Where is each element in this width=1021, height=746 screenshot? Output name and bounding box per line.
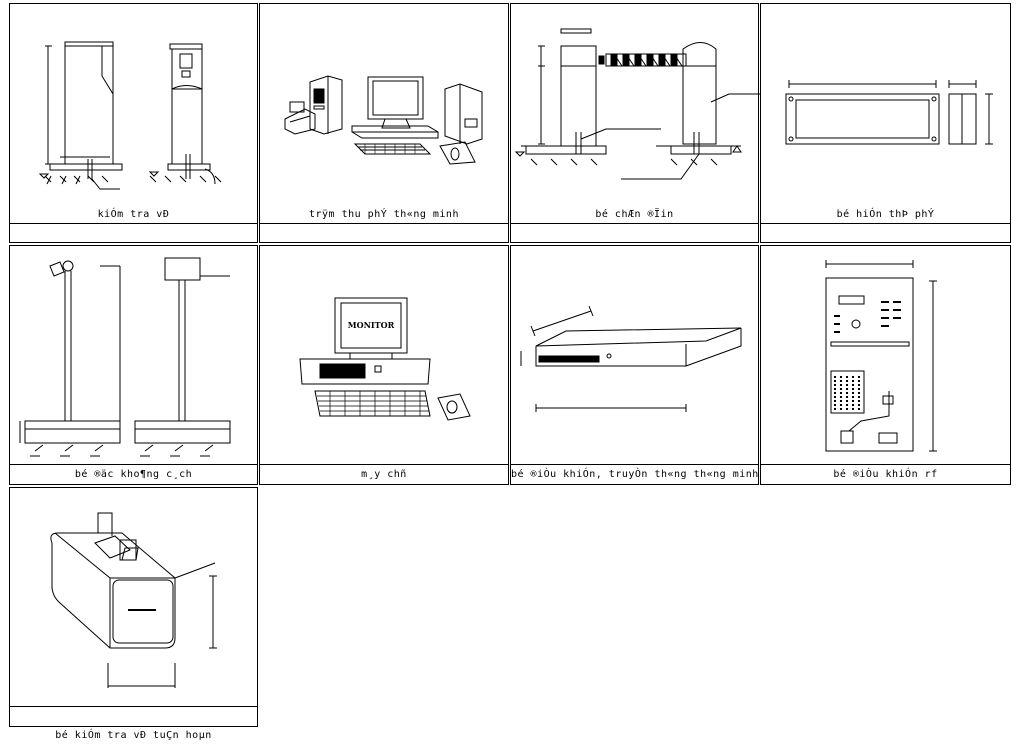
host-computer-drawing: MONITOR: [260, 246, 510, 486]
panel-caption: bé chÆn ®Ïin: [595, 209, 674, 220]
panel-caption: bé kiÓm tra vÐ tuÇn hoµn: [55, 730, 212, 741]
ticket-check-drawing: [10, 4, 259, 244]
toll-station-drawing: [260, 4, 510, 244]
fee-display-drawing: [761, 4, 1012, 244]
panel-caption: bé hiÓn thÞ phÝ: [836, 209, 935, 220]
caption-divider: [10, 464, 257, 465]
monitor-label: MONITOR: [348, 320, 395, 330]
caption-divider: [10, 223, 257, 224]
panel-host-computer: MONITOR m¸y chñ: [259, 245, 509, 485]
caption-divider: [10, 706, 257, 707]
caption-divider: [511, 223, 758, 224]
caption-divider: [260, 464, 508, 465]
panel-distance-sensor: bé ®äc kho¶ng c¸ch: [9, 245, 258, 485]
panel-rf-controller: bé ®iÒu khiÓn rf: [760, 245, 1011, 485]
caption-divider: [761, 464, 1010, 465]
caption-divider: [761, 223, 1010, 224]
caption-divider: [260, 223, 508, 224]
panel-caption: trÿm thu phÝ th«ng minh: [309, 209, 459, 220]
panel-caption: bé ®iÒu khiÓn, truyÒn th«ng th«ng minh: [511, 469, 759, 480]
panel-fee-display: bé hiÓn thÞ phÝ: [760, 3, 1011, 243]
panel-caption: kiÓm tra vÐ: [97, 209, 170, 220]
caption-divider: [511, 464, 758, 465]
panel-smart-controller: bé ®iÒu khiÓn, truyÒn th«ng th«ng minh: [510, 245, 759, 485]
panel-caption: m¸y chñ: [361, 469, 407, 480]
panel-caption: bé ®iÒu khiÓn rf: [833, 469, 938, 480]
panel-barrier: bé chÆn ®Ïin: [510, 3, 759, 243]
panel-ticket-check: kiÓm tra vÐ: [9, 3, 258, 243]
rf-controller-drawing: [761, 246, 1012, 486]
barrier-drawing: [511, 4, 760, 244]
panel-caption: bé ®äc kho¶ng c¸ch: [74, 469, 193, 480]
panel-toll-station: trÿm thu phÝ th«ng minh: [259, 3, 509, 243]
distance-sensor-drawing: [10, 246, 259, 486]
panel-cyclic-ticket-check: [9, 487, 258, 727]
cyclic-ticket-check-drawing: [10, 488, 259, 728]
smart-controller-drawing: [511, 246, 760, 486]
